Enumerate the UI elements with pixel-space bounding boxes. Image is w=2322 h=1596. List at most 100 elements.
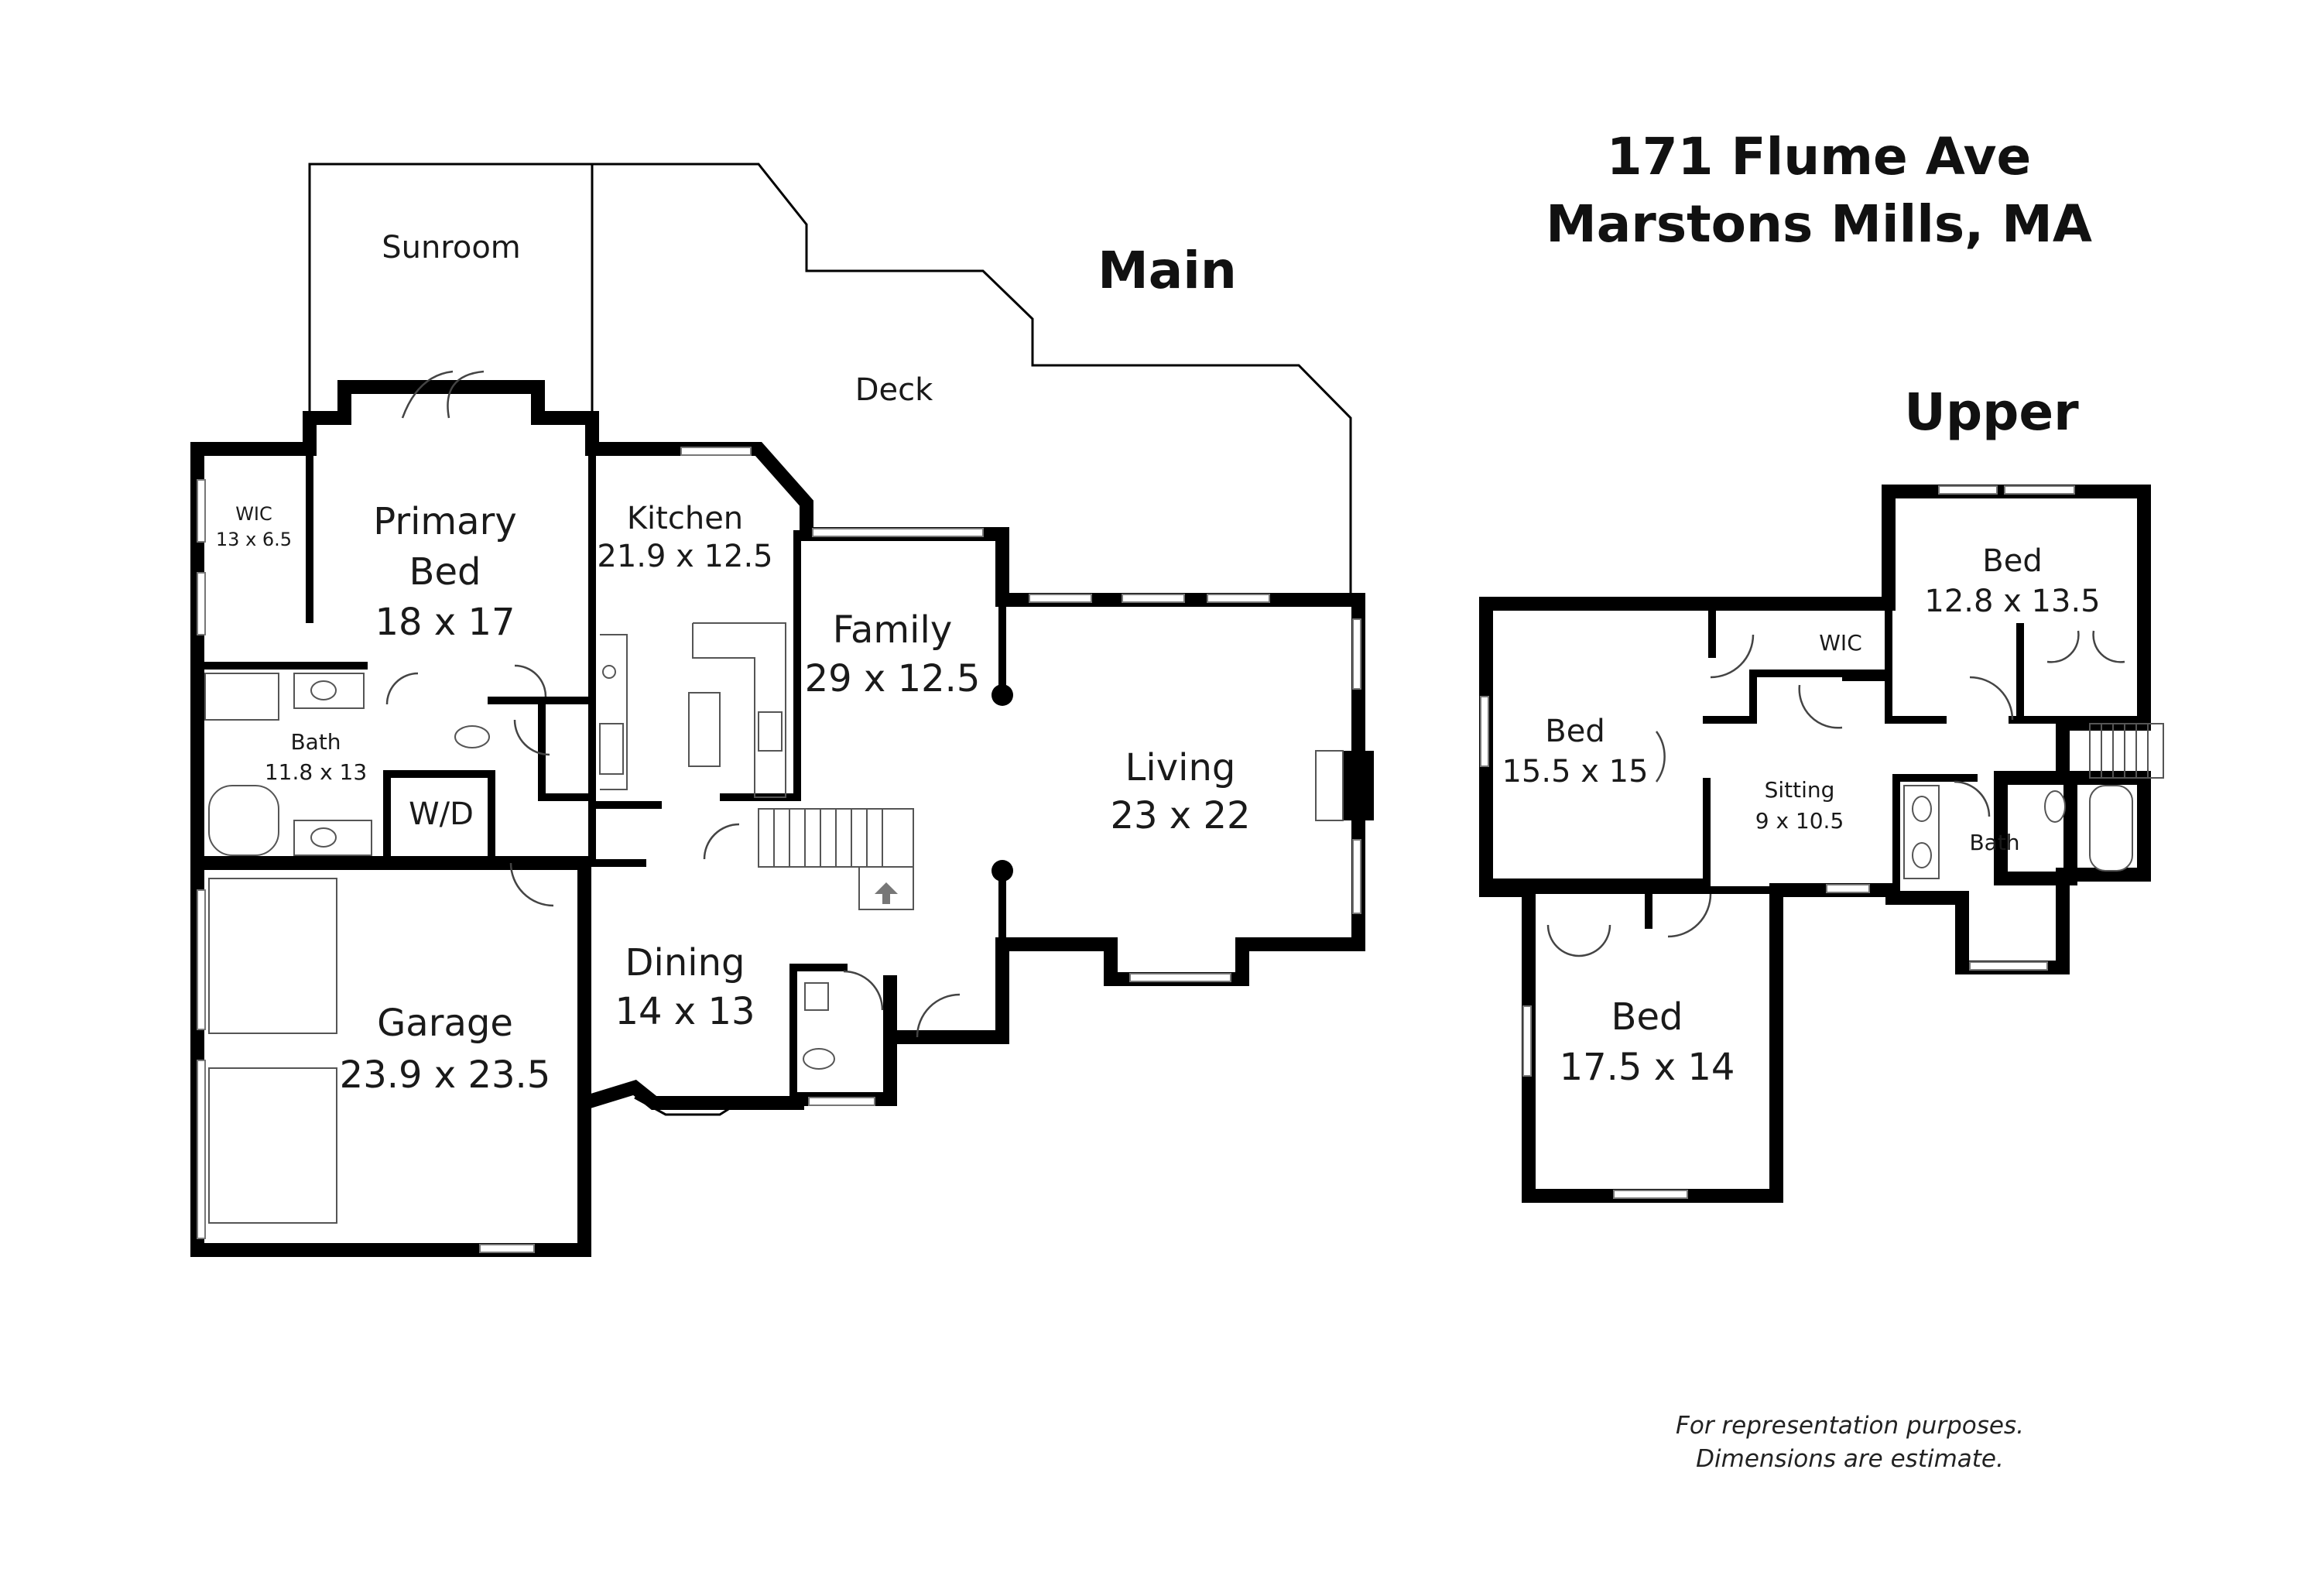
upper-floor-plan: Bed 12.8 x 13.5 WIC Bed 15.5 x 15 Sittin… [1479, 485, 2164, 1203]
bed3-closet-door [1546, 924, 1611, 957]
room-label-wd: W/D [409, 796, 474, 832]
room-label-deck: Deck [855, 372, 933, 408]
column [991, 860, 1013, 882]
window [1129, 973, 1231, 982]
room-dims-garage: 23.9 x 23.5 [340, 1053, 551, 1097]
sitting-door [1798, 684, 1843, 729]
bath-door [385, 672, 419, 705]
window [1122, 594, 1185, 603]
range [599, 723, 624, 775]
window [1207, 594, 1270, 603]
cooktop-icon [602, 665, 616, 679]
dining-bay-window [634, 1096, 748, 1116]
bath-door-upper [1954, 780, 1991, 817]
room-dims-family: 29 x 12.5 [805, 657, 981, 700]
bed3-door [1667, 893, 1712, 938]
window [2004, 485, 2075, 495]
room-dims-bed-upper-2: 15.5 x 15 [1502, 754, 1648, 789]
address-line-2: Marstons Mills, MA [1546, 194, 2092, 254]
window [812, 528, 984, 537]
room-label-primary-line2: Bed [409, 550, 481, 594]
room-label-bed-upper-2: Bed [1545, 714, 1605, 749]
vanity [293, 673, 365, 709]
room-dims-bed-upper-1: 12.8 x 13.5 [1924, 584, 2100, 619]
wall-family-kitchen [720, 530, 801, 801]
bed1-door [1969, 676, 2014, 721]
main-stairs [758, 808, 914, 910]
window [1029, 594, 1092, 603]
upper-floor-label: Upper [1904, 382, 2079, 442]
room-label-kitchen: Kitchen [627, 501, 743, 536]
room-label-bath-upper: Bath [1969, 830, 2019, 855]
disclaimer-line-1: For representation purposes. [1676, 1412, 2024, 1440]
room-label-dining: Dining [625, 941, 745, 985]
address-line-1: 171 Flume Ave [1607, 127, 2031, 187]
window [1480, 696, 1489, 767]
disclaimer-line-2: Dimensions are estimate. [1696, 1445, 2004, 1473]
wall-bed1-left [1885, 600, 1947, 724]
room-label-primary-line1: Primary [373, 500, 516, 543]
window [680, 447, 752, 456]
window [197, 1060, 206, 1239]
garage-door-swing [509, 862, 554, 907]
room-dims-dining: 14 x 13 [615, 990, 755, 1033]
room-dims-kitchen: 21.9 x 12.5 [597, 539, 772, 574]
room-label-sunroom: Sunroom [382, 230, 521, 265]
sunroom-door [401, 370, 485, 419]
closet-door [513, 719, 550, 756]
room-label-wic: WIC [235, 503, 272, 525]
sunroom-outline [308, 163, 594, 418]
kitchen-island [688, 692, 721, 767]
bathtub [208, 785, 279, 856]
column [991, 684, 1013, 706]
room-dims-bath: 11.8 x 13 [265, 759, 367, 785]
room-dims-wic: 13 x 6.5 [216, 529, 292, 550]
stair-up-arrow-icon [875, 882, 898, 904]
bed2-door [1655, 731, 1666, 783]
room-dims-bed-upper-3: 17.5 x 14 [1560, 1046, 1735, 1089]
entry-door [916, 993, 961, 1038]
kitchen-sink [758, 711, 783, 752]
fireplace [1343, 751, 1374, 820]
window [1522, 1005, 1532, 1077]
toilet-icon [2044, 790, 2066, 823]
bathtub [2089, 785, 2133, 872]
sink-icon [310, 680, 337, 700]
window [808, 1097, 875, 1106]
window [197, 479, 206, 543]
room-dims-primary: 18 x 17 [375, 601, 515, 644]
sink-icon [310, 827, 337, 848]
kitchen-counter [600, 634, 628, 790]
window [1352, 618, 1361, 690]
fireplace-hearth [1315, 750, 1344, 821]
room-label-bath: Bath [290, 729, 341, 755]
room-label-wic-upper: WIC [1819, 630, 1862, 656]
closet-door [514, 664, 547, 697]
main-floor-label: Main [1098, 241, 1237, 300]
wall-closet [538, 697, 596, 801]
window [197, 572, 206, 635]
main-exterior-wall-3 [577, 411, 1365, 1125]
room-label-sitting: Sitting [1765, 777, 1835, 803]
double-vanity [1903, 785, 1940, 879]
bed1-closet-door [2046, 630, 2125, 663]
deck-outline [592, 163, 1352, 600]
wall-wd [383, 770, 495, 867]
kitchen-island-counter [692, 622, 786, 798]
window [197, 889, 206, 1030]
room-dims-sitting: 9 x 10.5 [1755, 808, 1844, 834]
room-dims-living: 23 x 22 [1110, 794, 1250, 837]
garage-bay-outline [208, 878, 337, 1034]
toilet-icon [803, 1048, 835, 1070]
window [1352, 839, 1361, 914]
stair-door [703, 823, 740, 860]
room-label-bed-upper-3: Bed [1611, 995, 1683, 1039]
powder-door [843, 970, 884, 1011]
window [1613, 1190, 1688, 1199]
wall-wic-left [1703, 670, 1757, 724]
sink-icon [1912, 842, 1932, 868]
window [1938, 485, 1998, 495]
window [1826, 884, 1870, 893]
wic-door [1710, 634, 1755, 679]
room-label-bed-upper-1: Bed [1982, 543, 2042, 579]
